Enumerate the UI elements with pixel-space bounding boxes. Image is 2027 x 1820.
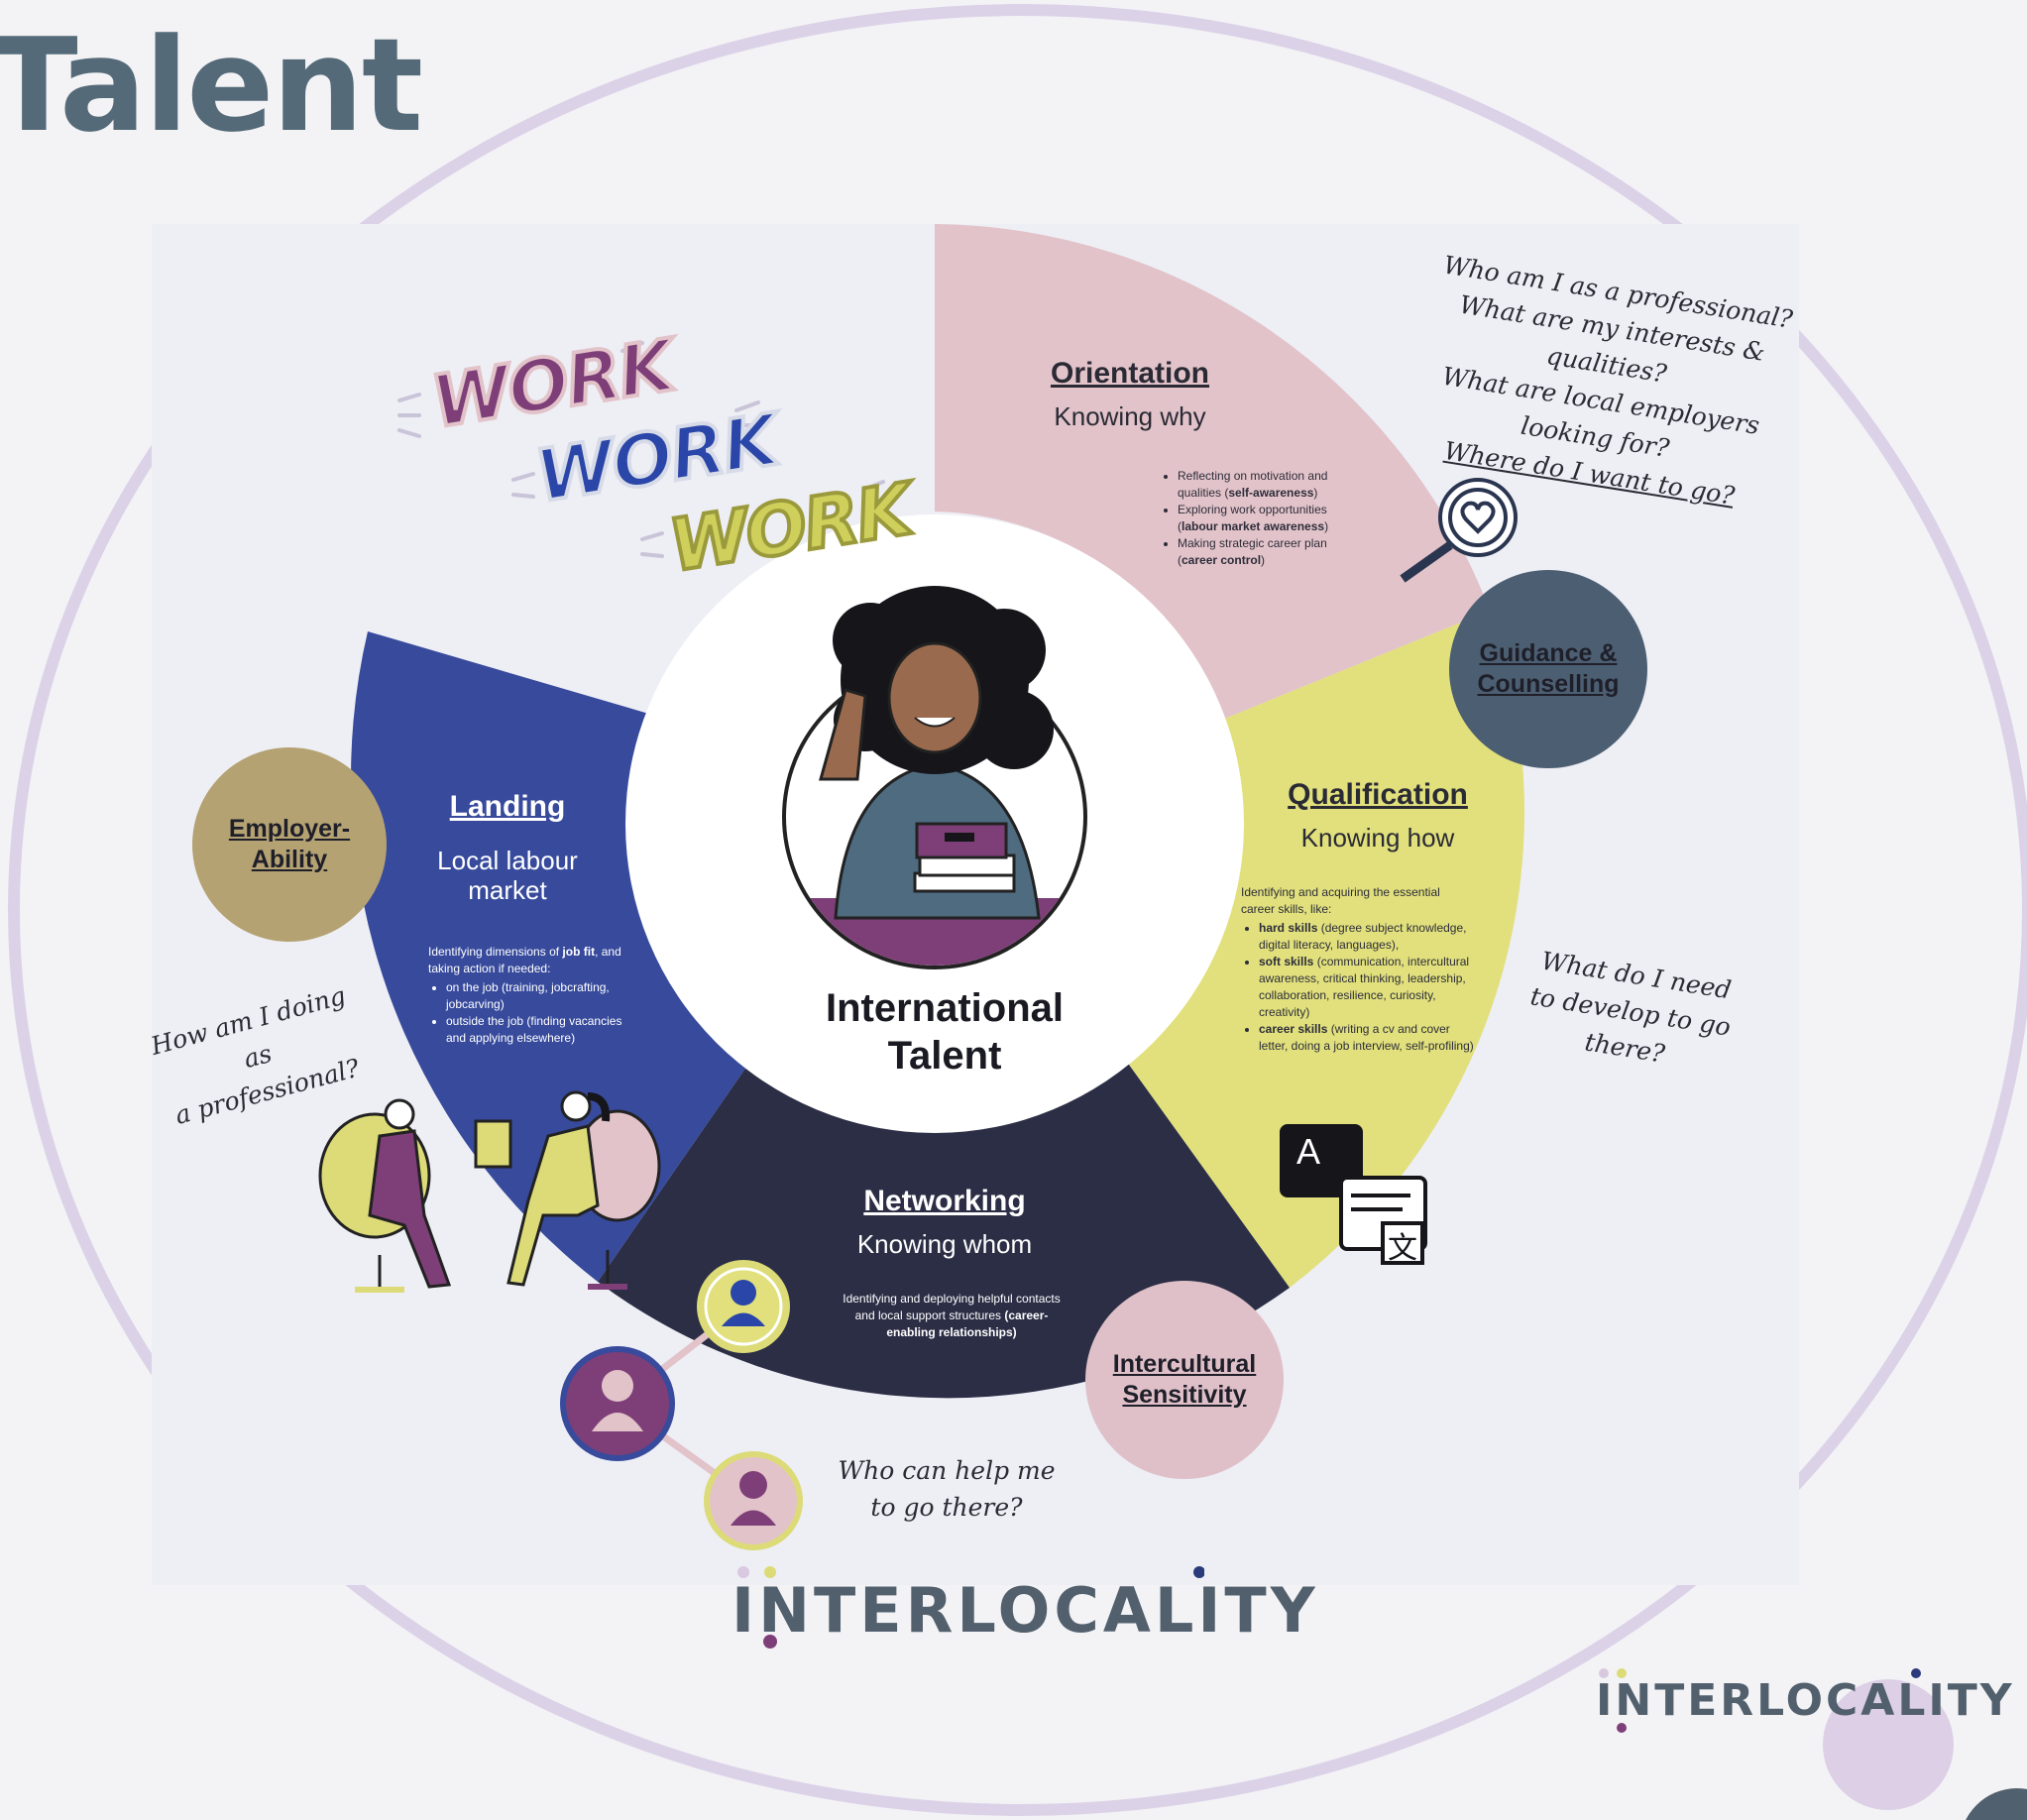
- qualification-title: Qualification: [1288, 778, 1468, 811]
- translation-icon: A 文: [1280, 1124, 1427, 1266]
- logo-dots-corner: [1599, 1668, 1921, 1733]
- orientation-bullets: Reflecting on motivation and qualities (…: [1160, 466, 1363, 569]
- contact-network-icons: [560, 1260, 803, 1550]
- svg-text:文: 文: [1388, 1231, 1417, 1266]
- qualification-bullets: Identifying and acquiring the essential …: [1241, 884, 1474, 1055]
- logo-dots-main: [737, 1566, 1204, 1649]
- landing-title: Landing: [449, 790, 566, 823]
- interlocality-logo-corner: INTERLOCALITY: [1596, 1675, 2015, 1726]
- qualification-subtitle: Knowing how: [1300, 823, 1455, 853]
- guidance-counselling-circle: Guidance &Counselling: [1449, 570, 1647, 768]
- question-networking: Who can help me to go there?: [838, 1456, 1056, 1522]
- orientation-segment: [935, 224, 1490, 720]
- qualification-segment: [1116, 611, 1524, 1288]
- landing-segment: [351, 631, 758, 1282]
- networking-subtitle: Knowing whom: [856, 1229, 1033, 1259]
- svg-text:A: A: [1296, 1131, 1320, 1172]
- landing-subtitle-1: Local labour: [437, 846, 578, 875]
- career-wheel: A 文: [318, 224, 1524, 1550]
- person-waving-illustration: [782, 586, 1087, 969]
- meeting-people-illustration: [318, 1090, 661, 1293]
- networking-description: Identifying and deploying helpful contac…: [843, 1292, 1061, 1339]
- slide-title: Talent: [0, 10, 423, 161]
- employer-ability-circle: Employer-Ability: [192, 747, 387, 942]
- interlocality-logo-main: INTERLOCALITY: [732, 1574, 1319, 1647]
- networking-title: Networking: [863, 1185, 1026, 1217]
- magnifier-heart-icon: [1400, 478, 1518, 583]
- landing-subtitle-2: market: [468, 875, 547, 905]
- landing-bullets: Identifying dimensions of job fit, and t…: [428, 944, 641, 1047]
- orientation-subtitle: Knowing why: [1054, 401, 1206, 431]
- orientation-title: Orientation: [1050, 357, 1209, 390]
- center-label: International Talent: [825, 986, 1065, 1078]
- work-burst-lines: [397, 341, 887, 558]
